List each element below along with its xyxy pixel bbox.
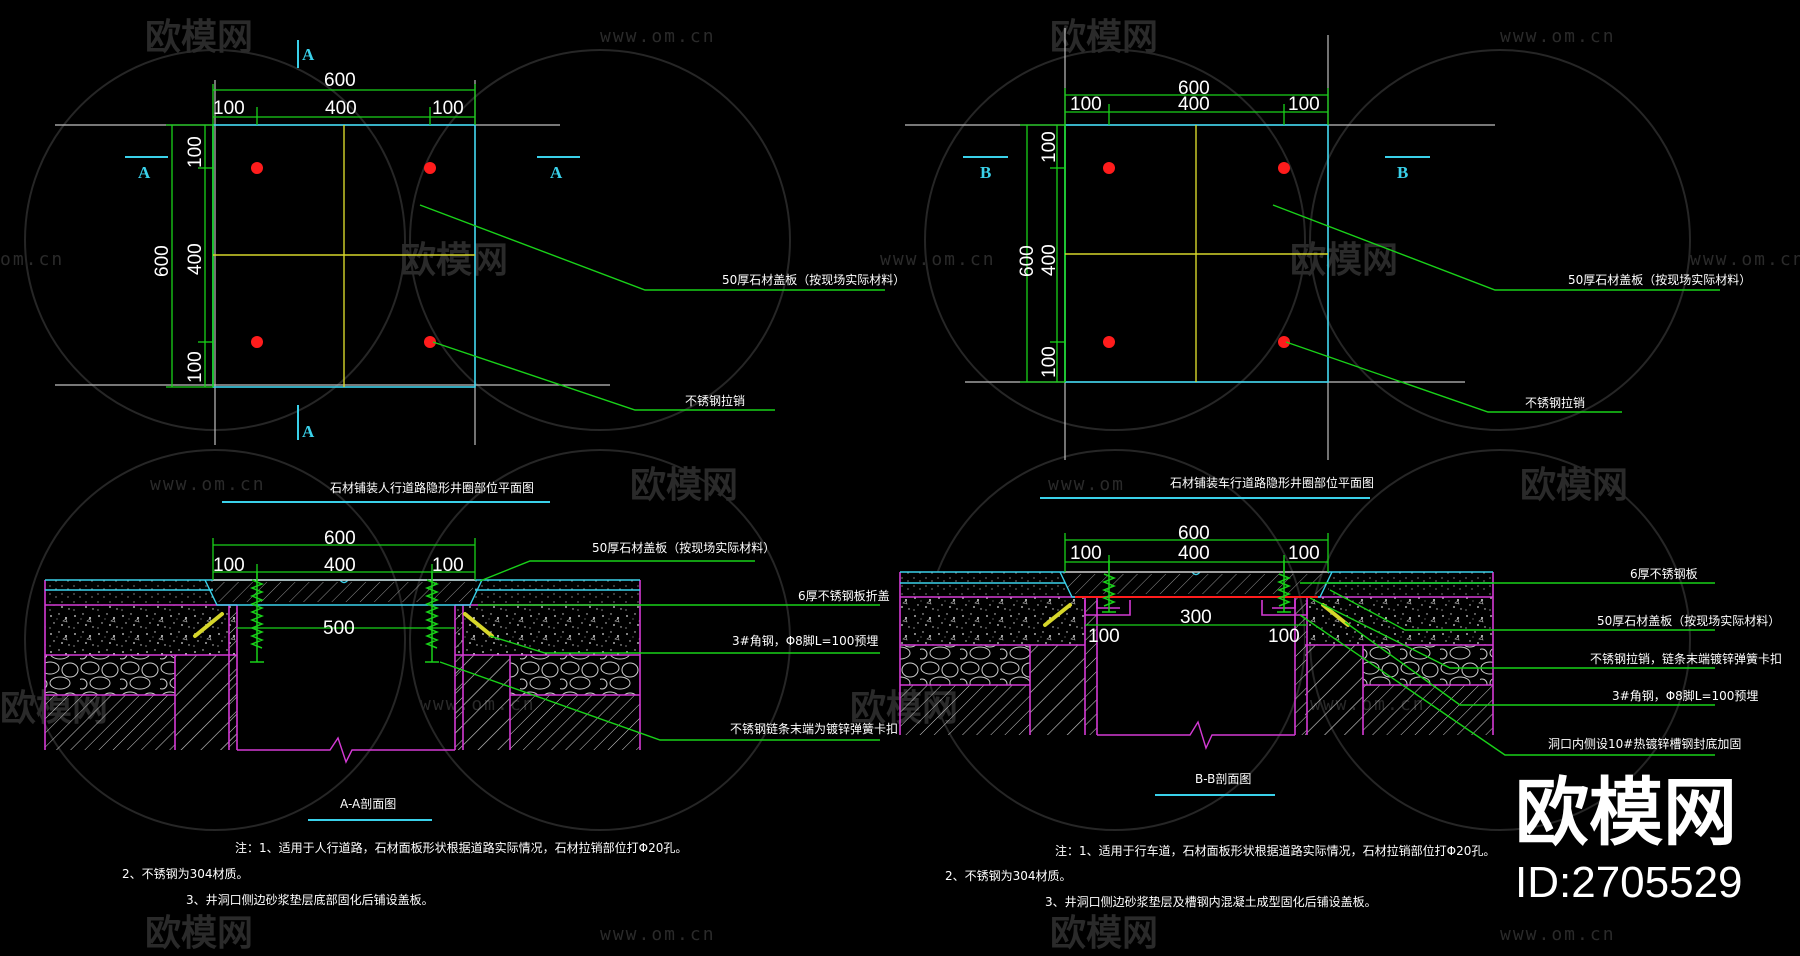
watermark-brand: 欧模网 <box>145 17 253 58</box>
dim-side: 100 <box>432 555 464 576</box>
watermark-layer: 欧模网 欧模网 欧模网 欧模网 欧模网 欧模网 欧模网 欧模网 欧模网 欧模网 … <box>0 17 1800 954</box>
label-plate: 6厚不锈钢板折盖 <box>798 588 890 603</box>
watermark-url: www.om.cn <box>600 26 716 47</box>
left-section-view: 600 100 400 100 500 50厚石材盖板（按现场实际材料） 6厚不… <box>44 528 898 907</box>
note-line: 3、井洞口侧边砂浆垫层及槽钢内混凝土成型固化后铺设盖板。 <box>1045 894 1377 909</box>
dim-side-vertical: 100 <box>185 351 206 383</box>
section-mark: A <box>302 422 315 441</box>
watermark-url: om.cn <box>0 249 64 270</box>
label-angle: 3#角钢，Φ8脚L=100预埋 <box>1612 688 1758 703</box>
dim-total: 600 <box>324 70 356 91</box>
section-mark: A <box>138 163 151 182</box>
dim-small: 100 <box>1268 626 1300 647</box>
dim-side: 100 <box>1070 543 1102 564</box>
note-line: 3、井洞口侧边砂浆垫层底部固化后铺设盖板。 <box>186 892 434 907</box>
dim-total: 600 <box>324 528 356 549</box>
note-line: 注：1、适用于人行道路，石材面板形状根据道路实际情况，石材拉销部位打Φ20孔。 <box>235 840 687 855</box>
dim-bottom: 500 <box>323 618 355 639</box>
watermark-url: www.om.cn <box>1500 924 1616 945</box>
watermark-url: www.om.cn <box>600 924 716 945</box>
section-mark: B <box>1397 163 1408 182</box>
watermark-url: www.om.cn <box>1500 26 1616 47</box>
note-line: 注：1、适用于行车道，石材面板形状根据道路实际情况，石材拉销部位打Φ20孔。 <box>1055 843 1495 858</box>
label-cover: 50厚石材盖板（按现场实际材料） <box>1597 613 1780 628</box>
brand-name: 欧模网 <box>1515 770 1737 856</box>
dim-total: 600 <box>1178 78 1210 99</box>
dim-mid: 400 <box>325 98 357 119</box>
note-line: 2、不锈钢为304材质。 <box>945 869 1072 883</box>
section-title: A-A剖面图 <box>340 797 396 811</box>
label-cover: 50厚石材盖板（按现场实际材料） <box>592 540 775 555</box>
watermark-url: www.om.cn <box>880 249 996 270</box>
dim-small: 100 <box>1088 626 1120 647</box>
label-chain: 不锈钢拉销，链条末端镀锌弹簧卡扣 <box>1590 651 1782 666</box>
watermark-url: www.om.cn <box>1690 249 1800 270</box>
dim-mid: 400 <box>1178 543 1210 564</box>
dim-mid: 400 <box>324 555 356 576</box>
label-channel: 洞口内侧设10#热镀锌槽钢封底加固 <box>1548 736 1741 751</box>
plan-title: 石材铺装车行道路隐形井圈部位平面图 <box>1170 475 1374 490</box>
watermark-brand: 欧模网 <box>1290 240 1398 281</box>
label-cover: 50厚石材盖板（按现场实际材料） <box>1568 272 1751 287</box>
label-plate: 6厚不锈钢板 <box>1630 567 1698 581</box>
dim-side: 100 <box>213 555 245 576</box>
dim-side-vertical: 100 <box>185 136 206 168</box>
section-mark: A <box>302 45 315 64</box>
watermark-brand: 欧模网 <box>1520 465 1628 506</box>
dim-mid: 400 <box>1178 94 1210 115</box>
dim-bottom: 300 <box>1180 607 1212 628</box>
watermark-brand: 欧模网 <box>400 240 508 281</box>
note-line: 2、不锈钢为304材质。 <box>122 867 249 881</box>
right-plan-view: 600 100 400 100 600 400 100 100 B B 50厚石… <box>905 28 1751 499</box>
dim-side: 100 <box>1288 543 1320 564</box>
label-pin: 不锈钢拉销 <box>685 393 745 408</box>
dim-side: 100 <box>432 98 464 119</box>
section-mark: B <box>980 163 991 182</box>
dim-total-vertical: 600 <box>152 245 173 277</box>
label-spring: 不锈钢链条末端为镀锌弹簧卡扣 <box>730 721 898 736</box>
dim-total-vertical: 600 <box>1017 245 1038 277</box>
dim-total: 600 <box>1178 523 1210 544</box>
watermark-url: www.om <box>1048 474 1125 495</box>
watermark-brand: 欧模网 <box>145 913 253 954</box>
dim-side: 100 <box>1070 94 1102 115</box>
label-pin: 不锈钢拉销 <box>1525 395 1585 410</box>
watermark-brand: 欧模网 <box>1050 913 1158 954</box>
watermark-url: www.om.cn <box>150 474 266 495</box>
left-plan-view: 600 100 400 100 600 400 100 100 A A A A <box>55 40 905 503</box>
dim-side: 100 <box>213 98 245 119</box>
dim-mid-vertical: 400 <box>1039 244 1060 276</box>
brand-block: 欧模网 ID:2705529 <box>1515 770 1743 907</box>
dim-side: 100 <box>1288 94 1320 115</box>
dim-side-vertical: 100 <box>1039 131 1060 163</box>
right-section-view: 600 100 400 100 300 100 100 6厚不锈钢板 50厚石材… <box>899 523 1782 909</box>
label-angle: 3#角钢，Φ8脚L=100预埋 <box>732 633 878 648</box>
plan-title: 石材铺装人行道路隐形井圈部位平面图 <box>330 480 534 495</box>
watermark-brand: 欧模网 <box>1050 17 1158 58</box>
watermark-brand: 欧模网 <box>630 465 738 506</box>
section-mark: A <box>550 163 563 182</box>
section-title: B-B剖面图 <box>1195 772 1251 786</box>
dim-side-vertical: 100 <box>1039 346 1060 378</box>
brand-id: ID:2705529 <box>1515 858 1743 907</box>
label-cover: 50厚石材盖板（按现场实际材料） <box>722 272 905 287</box>
dim-mid-vertical: 400 <box>185 243 206 275</box>
